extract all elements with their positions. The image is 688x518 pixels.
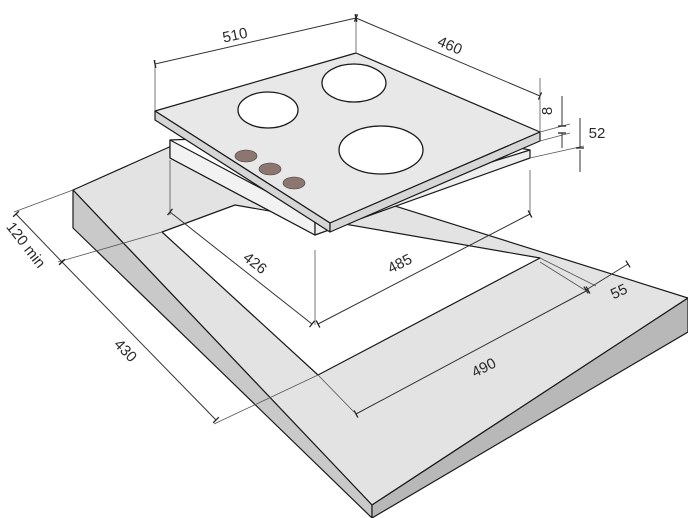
label-wall-clearance: 120 min <box>2 219 48 272</box>
cooking-zone-front-right <box>338 125 424 175</box>
cooking-zone-rear-left <box>237 91 299 129</box>
control-knob-2 <box>258 162 282 176</box>
label-front-gap: 55 <box>608 281 630 303</box>
control-knob-1 <box>234 149 258 163</box>
label-total-height: 52 <box>589 125 606 142</box>
control-knob-3 <box>282 176 306 190</box>
label-hob-width: 510 <box>221 25 249 47</box>
label-glass-thickness: 8 <box>539 107 556 115</box>
label-worktop-depth: 430 <box>110 336 140 366</box>
cooking-zone-rear-right <box>321 63 387 103</box>
dimension-lines <box>12 13 631 425</box>
projection-lines <box>169 160 531 325</box>
label-hob-depth: 460 <box>435 33 465 58</box>
